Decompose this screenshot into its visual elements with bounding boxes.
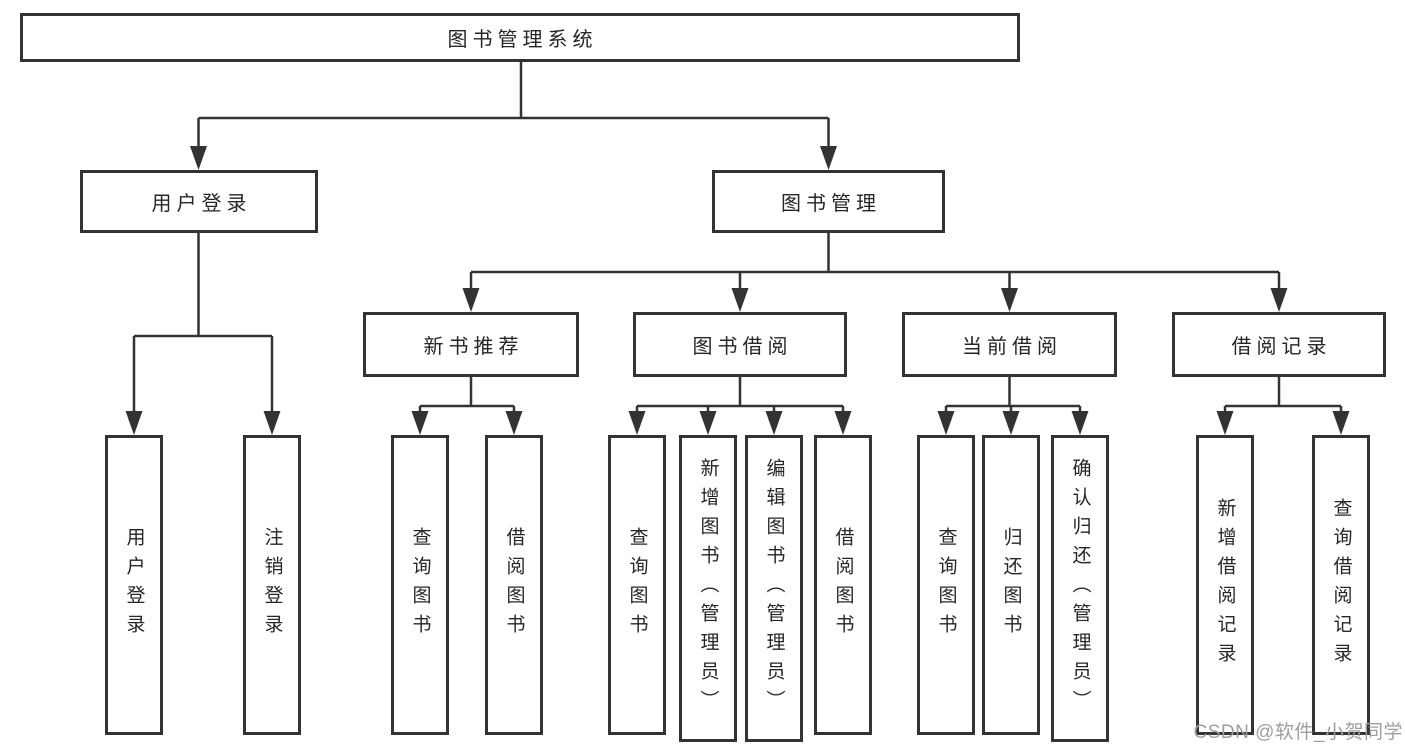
arrowhead <box>1270 288 1288 312</box>
node-current-borrow: 当前借阅 <box>902 312 1117 377</box>
arrowhead <box>411 411 429 435</box>
arrowhead <box>1002 411 1020 435</box>
connector-user-login <box>132 233 274 411</box>
leaf-user-login: 用户登录 <box>105 435 163 735</box>
arrowhead <box>190 146 207 170</box>
leaf-logout: 注销登录 <box>243 435 301 735</box>
leaf-add-book-admin-label: 新增图书（管理员） <box>697 458 719 719</box>
connector-new-books <box>418 377 516 411</box>
arrowhead <box>505 411 523 435</box>
leaf-borrow-books-recommend: 借阅图书 <box>485 435 543 735</box>
arrowhead <box>1216 411 1234 435</box>
leaf-add-borrow-record-label: 新增借阅记录 <box>1214 498 1236 672</box>
leaf-logout-label: 注销登录 <box>261 527 283 643</box>
leaf-query-books-borrow-label: 查询图书 <box>626 527 648 643</box>
arrowhead <box>834 411 852 435</box>
leaf-add-book-admin: 新增图书（管理员） <box>679 435 737 742</box>
leaf-query-books-current: 查询图书 <box>917 435 975 735</box>
arrowhead <box>628 411 646 435</box>
leaf-borrow-books: 借阅图书 <box>814 435 872 735</box>
leaf-user-login-label: 用户登录 <box>123 527 145 643</box>
connector-book-mgmt <box>469 233 1281 288</box>
connector-borrow-records <box>1223 377 1343 411</box>
node-book-borrow-label: 图书借阅 <box>692 336 793 358</box>
leaf-query-borrow-record-label: 查询借阅记录 <box>1330 498 1352 672</box>
leaf-query-books-recommend: 查询图书 <box>391 435 449 735</box>
node-book-management-label: 图书管理 <box>781 193 881 215</box>
node-current-borrow-label: 当前借阅 <box>962 336 1062 358</box>
arrowhead <box>1001 288 1018 312</box>
leaf-edit-book-admin-label: 编辑图书（管理员） <box>763 458 785 719</box>
leaf-confirm-return-admin-label: 确认归还（管理员） <box>1069 458 1091 719</box>
arrowhead <box>765 411 783 435</box>
node-book-management: 图书管理 <box>712 170 945 233</box>
arrowhead <box>731 288 749 312</box>
node-borrow-records: 借阅记录 <box>1172 312 1386 377</box>
node-library-system-label: 图书管理系统 <box>447 29 598 51</box>
leaf-return-book-label: 归还图书 <box>1000 527 1022 643</box>
leaf-confirm-return-admin: 确认归还（管理员） <box>1051 435 1109 742</box>
leaf-borrow-books-label: 借阅图书 <box>832 527 854 643</box>
connector-book-borrow <box>635 377 845 411</box>
leaf-return-book: 归还图书 <box>982 435 1040 735</box>
watermark-csdn: CSDN @软件_小贺同学 <box>1193 722 1403 743</box>
node-user-login: 用户登录 <box>80 170 318 233</box>
arrowhead <box>820 146 837 170</box>
arrowheads <box>125 146 1350 435</box>
arrowhead <box>462 288 480 312</box>
arrowhead <box>1332 411 1350 435</box>
arrowhead <box>263 411 281 435</box>
leaf-borrow-books-recommend-label: 借阅图书 <box>503 527 525 643</box>
node-user-login-label: 用户登录 <box>151 193 252 215</box>
node-library-system: 图书管理系统 <box>20 13 1020 62</box>
leaf-query-books-recommend-label: 查询图书 <box>409 527 431 643</box>
node-new-book-recommend-label: 新书推荐 <box>423 336 524 358</box>
node-new-book-recommend: 新书推荐 <box>363 312 579 377</box>
leaf-add-borrow-record: 新增借阅记录 <box>1196 435 1254 735</box>
leaf-query-books-current-label: 查询图书 <box>935 527 957 643</box>
leaf-edit-book-admin: 编辑图书（管理员） <box>745 435 803 742</box>
leaf-query-borrow-record: 查询借阅记录 <box>1312 435 1370 735</box>
node-book-borrow: 图书借阅 <box>633 312 847 377</box>
arrowhead <box>125 411 143 435</box>
connector-current-borrow <box>944 377 1082 411</box>
leaf-query-books-borrow: 查询图书 <box>608 435 666 735</box>
arrowhead <box>937 411 955 435</box>
node-borrow-records-label: 借阅记录 <box>1231 336 1332 358</box>
connector-root <box>197 62 830 146</box>
arrowhead <box>1071 411 1089 435</box>
arrowhead <box>699 411 717 435</box>
